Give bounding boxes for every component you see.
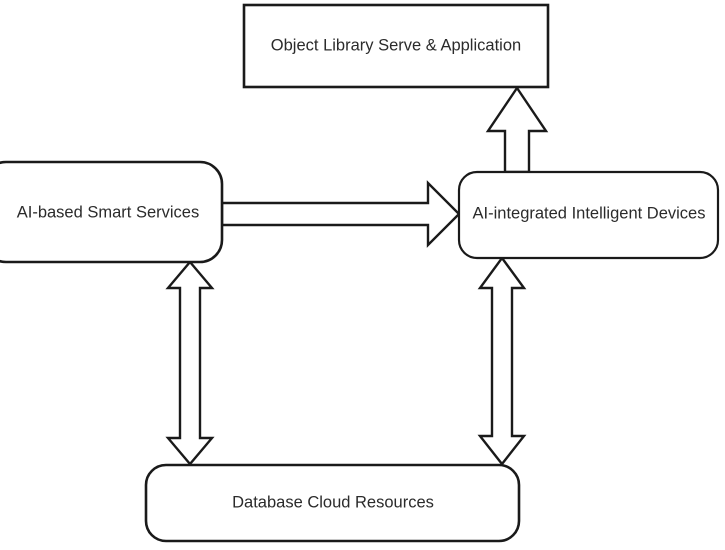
node-object-library[interactable]: Object Library Serve & Application bbox=[242, 3, 550, 89]
node-ai-intelligent-devices-shape bbox=[457, 170, 720, 260]
node-ai-intelligent-devices[interactable]: AI-integrated Intelligent Devices bbox=[457, 170, 720, 260]
node-object-library-label: Object Library Serve & Application bbox=[271, 36, 521, 54]
connector-devices-to-database bbox=[477, 255, 527, 466]
node-ai-smart-services-label: AI-based Smart Services bbox=[17, 203, 199, 221]
node-ai-intelligent-devices-label: AI-integrated Intelligent Devices bbox=[473, 204, 706, 222]
node-database-cloud[interactable]: Database Cloud Resources bbox=[144, 463, 521, 543]
connector-smart-services-to-devices bbox=[220, 180, 461, 248]
node-ai-smart-services-shape bbox=[0, 160, 224, 264]
node-ai-smart-services[interactable]: AI-based Smart Services bbox=[0, 160, 224, 264]
connector-devices-to-object-library bbox=[485, 85, 549, 174]
node-database-cloud-label: Database Cloud Resources bbox=[232, 493, 434, 511]
connector-smart-services-to-database bbox=[165, 260, 215, 466]
node-object-library-shape bbox=[242, 3, 550, 89]
node-database-cloud-shape bbox=[144, 463, 521, 543]
